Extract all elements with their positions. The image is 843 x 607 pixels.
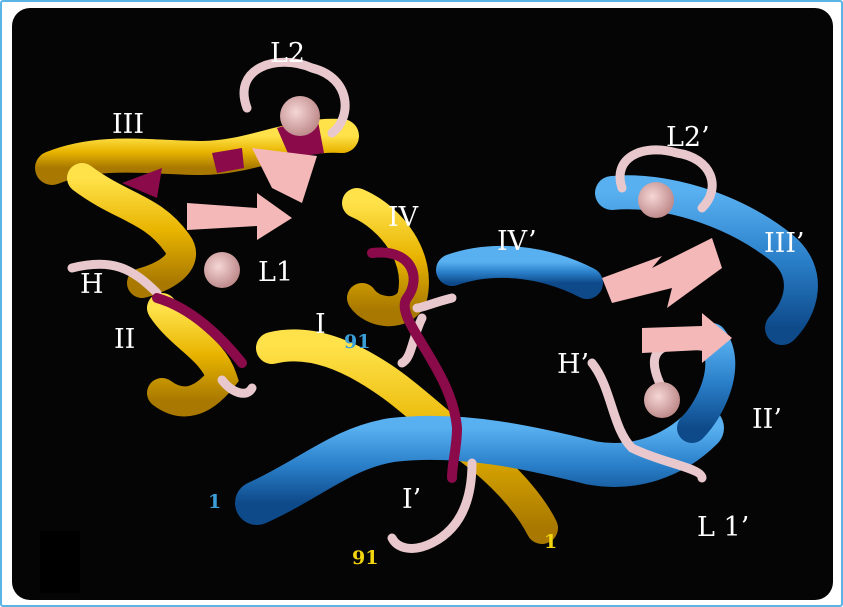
label-iii: III xyxy=(112,109,144,140)
terminus-1-blue: 1 xyxy=(208,491,221,513)
label-iv-prime: IV’ xyxy=(497,226,537,257)
terminus-1-yellow: 1 xyxy=(544,531,557,553)
terminus-91-blue: 91 xyxy=(344,331,370,353)
label-l2: L2 xyxy=(270,38,305,69)
label-i: I xyxy=(315,309,326,340)
label-h-prime: H’ xyxy=(557,349,589,380)
label-l2-prime: L2’ xyxy=(666,122,710,153)
label-iv: IV xyxy=(388,202,419,233)
label-ii-prime: II’ xyxy=(752,404,782,435)
label-ii: II xyxy=(114,324,135,355)
ribbon-diagram: L2 III IV L1 H I II L2’ IV’ III’ H’ II’ … xyxy=(12,8,833,600)
label-i-prime: I’ xyxy=(402,484,421,515)
protein-ribbon-figure: L2 III IV L1 H I II L2’ IV’ III’ H’ II’ … xyxy=(12,8,833,600)
terminus-91-yellow: 91 xyxy=(352,547,378,569)
label-iii-prime: III’ xyxy=(764,228,805,259)
label-l1-prime: L 1’ xyxy=(697,512,749,543)
label-h: H xyxy=(80,269,104,300)
label-l1: L1 xyxy=(258,257,293,288)
redaction-box xyxy=(40,531,80,593)
